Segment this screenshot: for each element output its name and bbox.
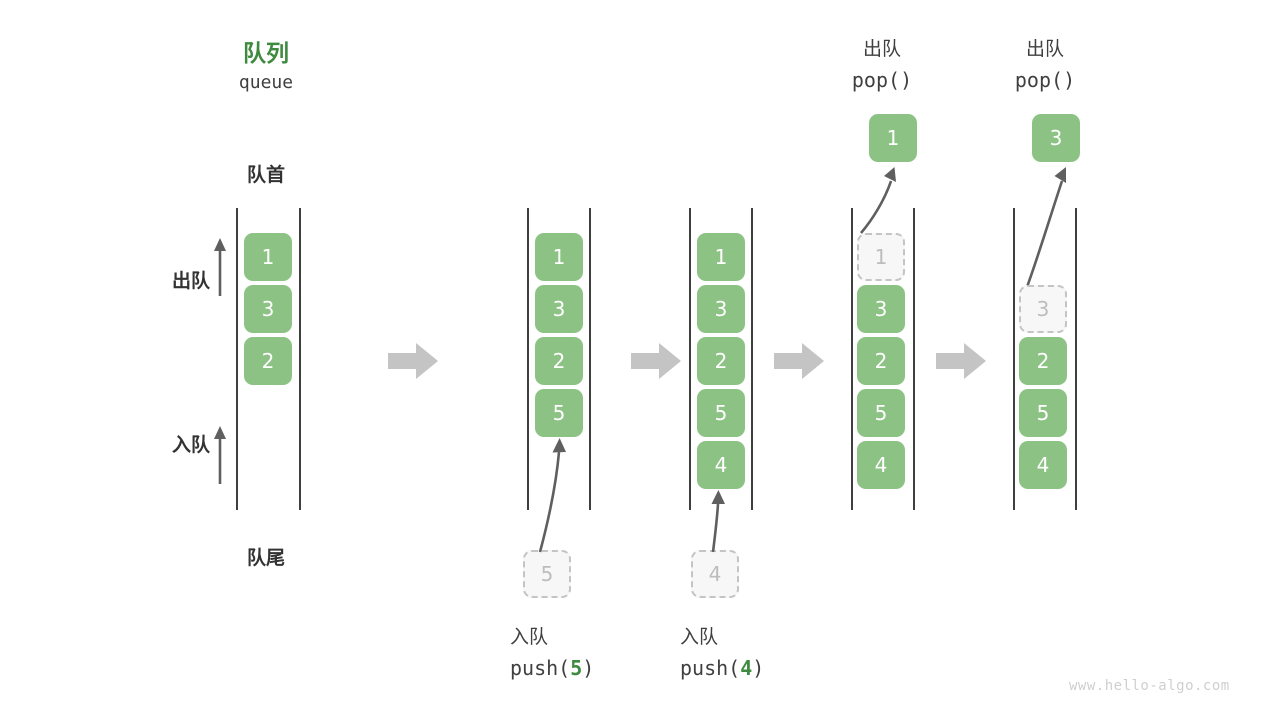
op-code-prefix: pop( <box>1014 68 1064 92</box>
outgoing-ghost-cell: 1 <box>857 233 905 281</box>
queue-cell: 5 <box>857 389 905 437</box>
op-code-value: 5 <box>570 656 583 680</box>
enqueue-direction-arrow <box>210 424 230 486</box>
push-motion-arrow <box>520 436 580 556</box>
queue-cell: 2 <box>697 337 745 385</box>
label-dequeue: 出队 <box>171 270 210 292</box>
queue-cell: 1 <box>697 233 745 281</box>
op-code-prefix: push( <box>510 656 571 680</box>
label-enqueue: 入队 <box>171 434 210 456</box>
queue-cell: 3 <box>697 285 745 333</box>
op-code-value: 4 <box>740 656 753 680</box>
op-code-suffix: ) <box>582 656 595 680</box>
op-label-cn-pop3: 出队 <box>1025 38 1064 60</box>
label-queue-front: 队首 <box>246 164 285 186</box>
op-label-cn-push4: 入队 <box>680 626 719 648</box>
queue-cell: 3 <box>857 285 905 333</box>
queue-cell: 3 <box>535 285 583 333</box>
queue-rail-left-2 <box>689 208 691 510</box>
op-label-code-push5: push(5) <box>488 656 658 680</box>
diagram-title-en: queue <box>238 72 294 93</box>
queue-rail-right-1 <box>589 208 591 510</box>
op-code-suffix: ) <box>752 656 765 680</box>
outgoing-ghost-cell: 3 <box>1019 285 1067 333</box>
op-code-prefix: pop( <box>851 68 901 92</box>
op-label-cn-pop1: 出队 <box>862 38 901 60</box>
queue-cell: 2 <box>857 337 905 385</box>
transition-arrow-icon <box>388 341 440 381</box>
queue-rail-left-4 <box>1013 208 1015 510</box>
queue-cell: 4 <box>1019 441 1067 489</box>
label-queue-rear: 队尾 <box>246 547 285 569</box>
op-code-prefix: push( <box>680 656 741 680</box>
transition-arrow-icon <box>774 341 826 381</box>
queue-cell: 2 <box>244 337 292 385</box>
queue-cell: 4 <box>857 441 905 489</box>
op-code-suffix: ) <box>1063 68 1076 92</box>
popped-cell: 1 <box>869 114 917 162</box>
queue-cell: 5 <box>535 389 583 437</box>
pop-motion-arrow <box>1012 165 1082 290</box>
queue-cell: 5 <box>1019 389 1067 437</box>
transition-arrow-icon <box>936 341 988 381</box>
push-motion-arrow <box>692 488 742 556</box>
incoming-ghost-cell: 5 <box>523 550 571 598</box>
transition-arrow-icon <box>631 341 683 381</box>
queue-rail-right-3 <box>913 208 915 510</box>
popped-cell: 3 <box>1032 114 1080 162</box>
queue-rail-left-0 <box>236 208 238 510</box>
queue-rail-right-0 <box>299 208 301 510</box>
op-label-code-pop1: pop() <box>812 68 952 92</box>
diagram-title-cn: 队列 <box>243 41 289 67</box>
queue-cell: 2 <box>535 337 583 385</box>
watermark: www.hello-algo.com <box>1069 678 1230 694</box>
queue-cell: 2 <box>1019 337 1067 385</box>
queue-cell: 1 <box>244 233 292 281</box>
queue-rail-left-3 <box>851 208 853 510</box>
queue-cell: 5 <box>697 389 745 437</box>
pop-motion-arrow <box>855 165 915 237</box>
queue-rail-right-2 <box>751 208 753 510</box>
op-label-code-pop3: pop() <box>975 68 1115 92</box>
queue-rail-right-4 <box>1075 208 1077 510</box>
queue-cell: 3 <box>244 285 292 333</box>
op-label-cn-push5: 入队 <box>510 626 549 648</box>
op-label-code-push4: push(4) <box>658 656 828 680</box>
queue-cell: 1 <box>535 233 583 281</box>
dequeue-direction-arrow <box>210 236 230 298</box>
incoming-ghost-cell: 4 <box>691 550 739 598</box>
queue-cell: 4 <box>697 441 745 489</box>
queue-rail-left-1 <box>527 208 529 510</box>
op-code-suffix: ) <box>900 68 913 92</box>
